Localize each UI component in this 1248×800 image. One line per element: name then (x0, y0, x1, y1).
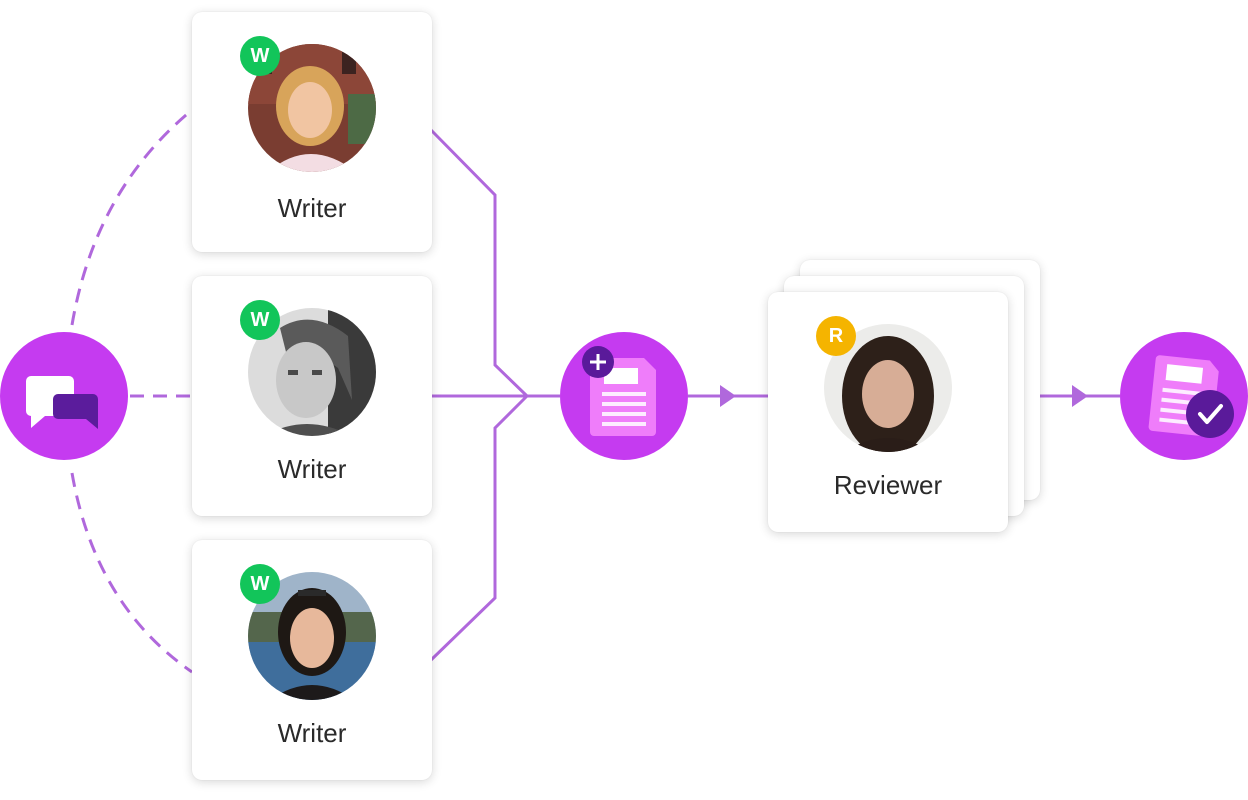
approved-document-icon (1148, 355, 1234, 438)
chat-node[interactable] (0, 332, 128, 460)
writer-card-3[interactable]: W Writer (192, 540, 432, 780)
writer-card-2[interactable]: W Writer (192, 276, 432, 516)
writer-badge: W (240, 36, 280, 76)
dashed-arc-bottom (70, 472, 193, 674)
arrowhead-to-final (1072, 385, 1088, 407)
approved-document-node[interactable] (1120, 332, 1248, 460)
checkmark-icon (1186, 390, 1234, 438)
add-document-node[interactable] (560, 332, 688, 460)
writer-card-1[interactable]: W Writer (192, 12, 432, 252)
role-label: Writer (277, 718, 347, 748)
add-document-icon (582, 346, 656, 436)
arrowhead-to-reviewer (720, 385, 736, 407)
avatar (248, 572, 376, 700)
dashed-arc-top (70, 108, 193, 326)
writer-badge: W (240, 300, 280, 340)
reviewer-badge: R (816, 316, 856, 356)
merge-line-top (429, 128, 529, 398)
plus-icon (582, 346, 614, 378)
reviewer-card[interactable]: R Reviewer (768, 292, 1008, 532)
merge-line-bottom (429, 394, 529, 662)
role-label: Writer (277, 454, 347, 484)
writer-badge: W (240, 564, 280, 604)
chat-icon (26, 376, 98, 429)
role-label: Reviewer (833, 470, 943, 500)
role-label: Writer (277, 193, 347, 223)
